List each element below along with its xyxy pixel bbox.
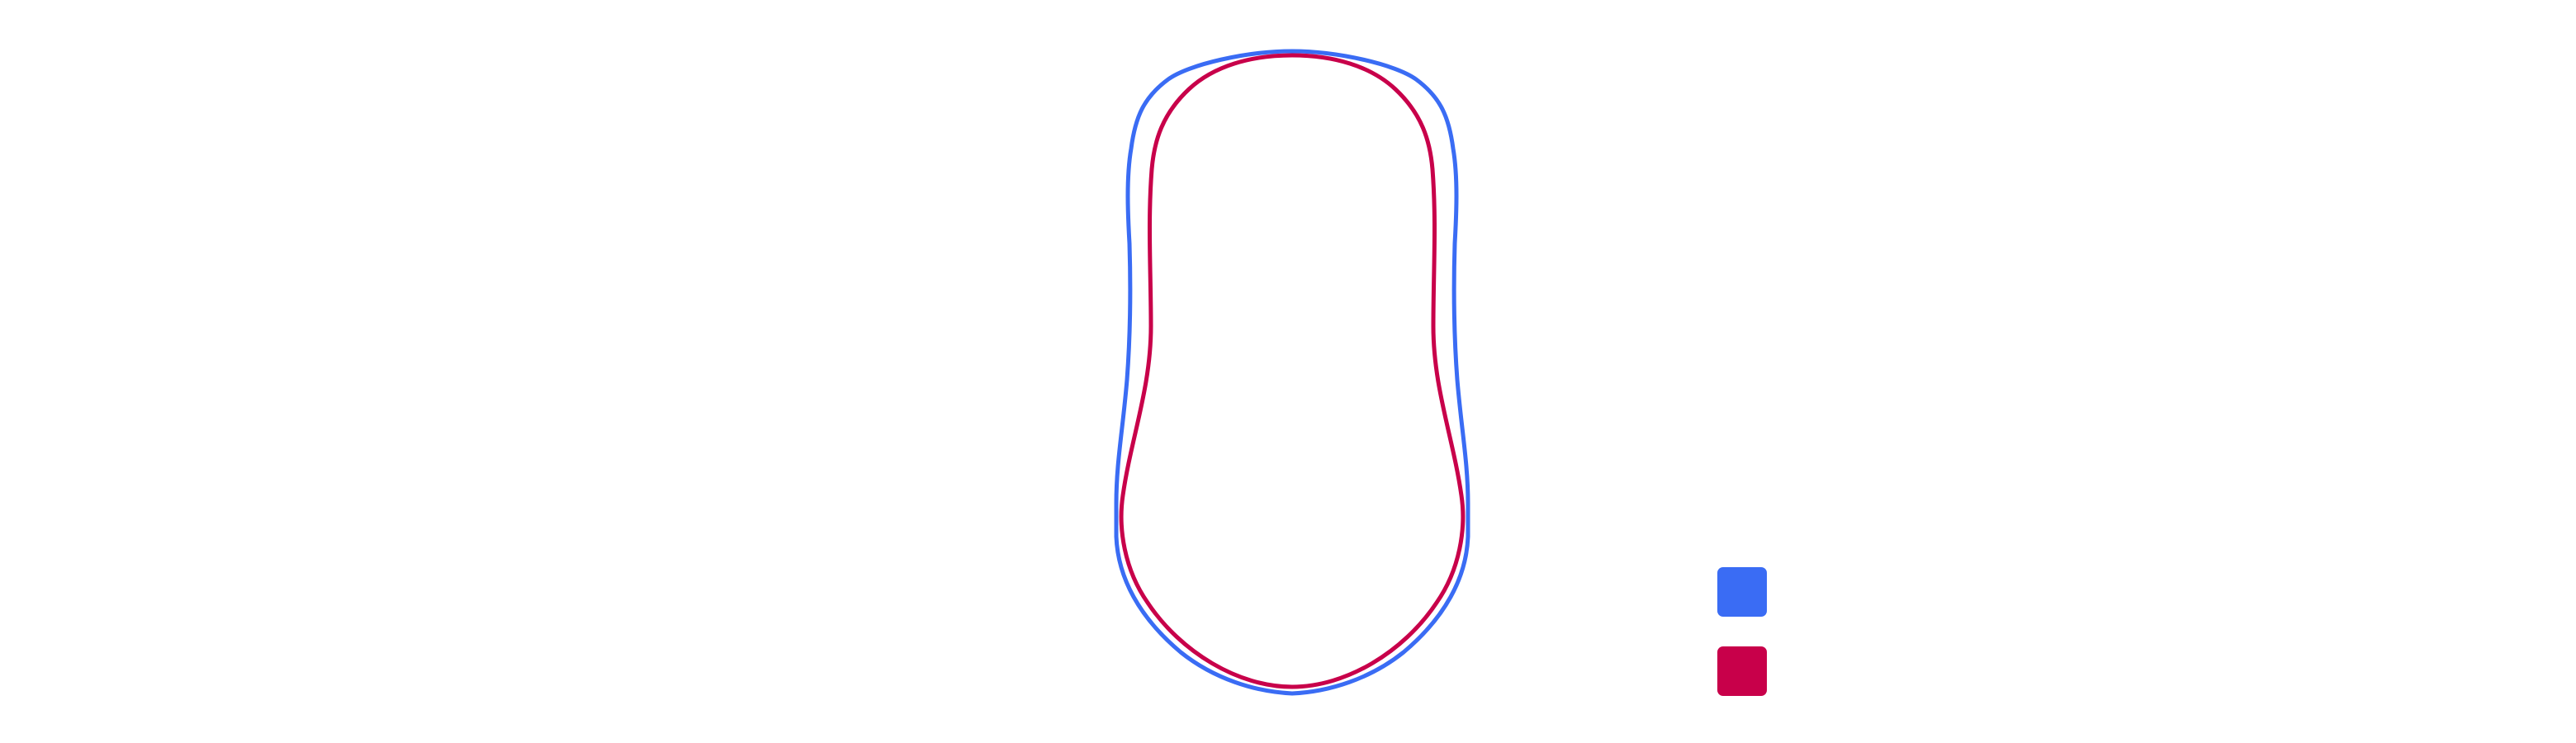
legend-item xyxy=(1717,567,1767,617)
legend-item xyxy=(1717,646,1767,696)
legend-swatch-blue xyxy=(1717,567,1767,617)
legend xyxy=(1717,567,1767,696)
outline-a-shape xyxy=(1114,49,1470,696)
legend-swatch-crimson xyxy=(1717,646,1767,696)
outline-b-shape xyxy=(1119,53,1466,689)
